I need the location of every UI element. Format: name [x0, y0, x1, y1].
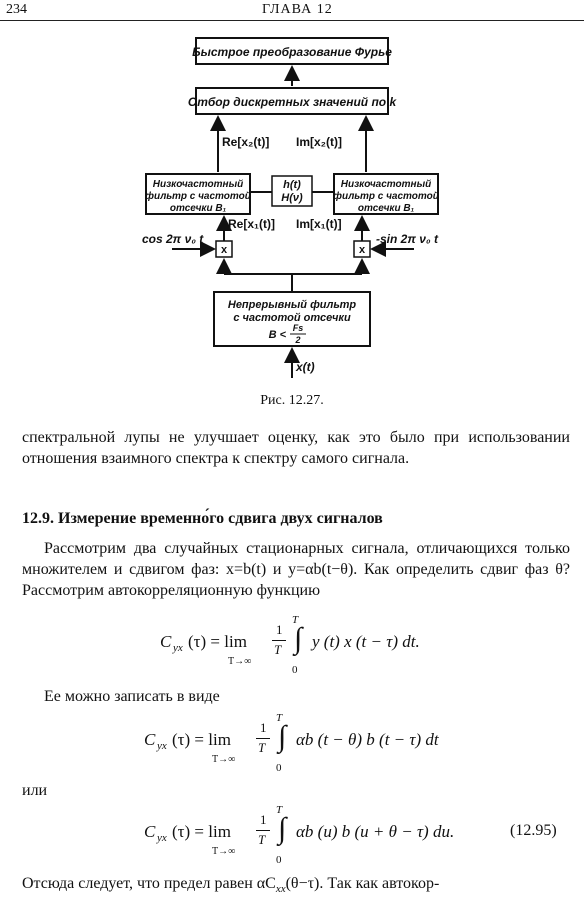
fft-box — [195, 37, 389, 65]
f1-lim-sub: T→∞ — [228, 656, 252, 667]
lowpass-filter-right — [333, 173, 439, 215]
f2-int-bottom: 0 — [276, 762, 282, 774]
section-heading: 12.9. Измерение временно́го сдвига двух … — [22, 510, 383, 527]
lowpass-left-line3: отсечки B₁ — [170, 203, 227, 214]
f2-integrand: αb (t − θ) b (t − τ) dt — [296, 730, 439, 749]
lowpass-right-line2: фильтр с частотой — [333, 190, 439, 202]
f2-integral-sign: ∫ — [278, 720, 287, 753]
f3-integrand: αb (u) b (u + θ − τ) du. — [296, 822, 455, 841]
continuous-line3: B < — [269, 329, 287, 341]
continuous-frac-num: Fs — [293, 323, 304, 333]
lowpass-filter-left — [145, 173, 251, 215]
continuous-line1: Непрерывный фильтр — [228, 299, 357, 311]
continuous-filter-box — [213, 291, 371, 347]
f1-lhs-sub: yx — [173, 642, 183, 654]
f1-integrand: y (t) x (t − τ) dt. — [312, 632, 420, 651]
formula-autocorrelation-3: C yx (τ) = lim T→∞ 1 T ∫ T 0 αb (u) b (u… — [144, 804, 474, 870]
f3-lhs: C — [144, 822, 156, 841]
im-x1-label: Im[x₁(t)] — [296, 217, 342, 231]
cos-label: cos 2π ν₀ t — [142, 232, 204, 246]
f2-frac-num: 1 — [260, 720, 267, 735]
lowpass-left-line2: фильтр с частотой — [145, 190, 251, 202]
lowpass-right-line3: отсечки B₁ — [358, 203, 415, 214]
f1-frac-num: 1 — [276, 622, 283, 637]
f2-frac-den: T — [258, 740, 266, 755]
input-label: x(t) — [295, 360, 315, 374]
figure-caption: Рис. 12.27. — [260, 393, 324, 408]
multiplier-right-symbol: x — [359, 244, 366, 256]
continuous-line2: с частотой отсечки — [233, 312, 351, 324]
paragraph-intro: Рассмотрим два случайных стационарных си… — [22, 540, 570, 599]
f1-frac-bar — [272, 640, 286, 641]
f3-lhs-sub: yx — [157, 832, 167, 844]
f3-frac-den: T — [258, 832, 266, 847]
multiplier-left-symbol: x — [221, 244, 228, 256]
page-number: 234 — [6, 2, 27, 17]
f3-frac-bar — [256, 830, 270, 831]
continuous-frac-den: 2 — [294, 335, 300, 345]
text-can-write: Ее можно записать в виде — [44, 688, 220, 705]
sampling-box — [195, 87, 389, 115]
sin-label: -sin 2π ν₀ t — [376, 232, 439, 246]
f2-frac-bar — [256, 738, 270, 739]
f1-lhs: C — [160, 632, 172, 651]
paragraph-continued: спектральной лупы не улучшает оценку, ка… — [22, 429, 570, 467]
last-line-sub: xx — [275, 883, 286, 896]
fft-box-label: Быстрое преобразование Фурье — [192, 45, 392, 59]
f2-lhs: C — [144, 730, 156, 749]
header-rule — [0, 20, 584, 21]
f3-int-top: T — [276, 804, 283, 816]
text-or: или — [22, 782, 48, 799]
formula-autocorrelation: C yx (τ) = lim T→∞ 1 T ∫ T 0 y (t) x (t … — [160, 614, 460, 680]
f3-lim-sub: T→∞ — [212, 846, 236, 857]
f3-frac-num: 1 — [260, 812, 267, 827]
f2-lhs-sub: yx — [157, 740, 167, 752]
f2-lim-sub: T→∞ — [212, 754, 236, 765]
last-line-start: Отсюда следует, что предел равен αC — [22, 875, 276, 892]
sampling-box-label: Отбор дискретных значений по k — [188, 95, 398, 109]
f2-int-top: T — [276, 712, 283, 724]
f3-int-bottom: 0 — [276, 854, 282, 866]
last-line: Отсюда следует, что предел равен αCxx(θ−… — [22, 875, 439, 895]
f3-integral-sign: ∫ — [278, 812, 287, 845]
lowpass-right-line1: Низкочастотный — [341, 179, 432, 190]
f2-lim: (τ) = lim — [172, 730, 231, 749]
chapter-title: ГЛАВА 12 — [262, 2, 333, 17]
f3-lim: (τ) = lim — [172, 822, 231, 841]
f1-int-top: T — [292, 614, 299, 626]
im-x2-label: Im[x₂(t)] — [296, 135, 342, 149]
lowpass-left-line1: Низкочастотный — [153, 179, 244, 190]
formula-autocorrelation-2: C yx (τ) = lim T→∞ 1 T ∫ T 0 αb (t − θ) … — [144, 712, 464, 778]
last-line-end: (θ−τ). Так как автокор- — [285, 875, 440, 892]
equation-number: (12.95) — [510, 822, 557, 839]
f1-frac-den: T — [274, 642, 282, 657]
f1-int-bottom: 0 — [292, 664, 298, 676]
f1-integral-sign: ∫ — [294, 622, 303, 655]
f1-lim: (τ) = lim — [188, 632, 247, 651]
center-line1: h(t) — [283, 179, 301, 191]
re-x2-label: Re[x₂(t)] — [222, 135, 269, 149]
multiplier-left — [215, 240, 233, 258]
center-line2: H(ν) — [281, 192, 303, 204]
re-x1-label: Re[x₁(t)] — [228, 217, 275, 231]
block-diagram: Быстрое преобразование Фурье Отбор дискр… — [142, 37, 439, 378]
